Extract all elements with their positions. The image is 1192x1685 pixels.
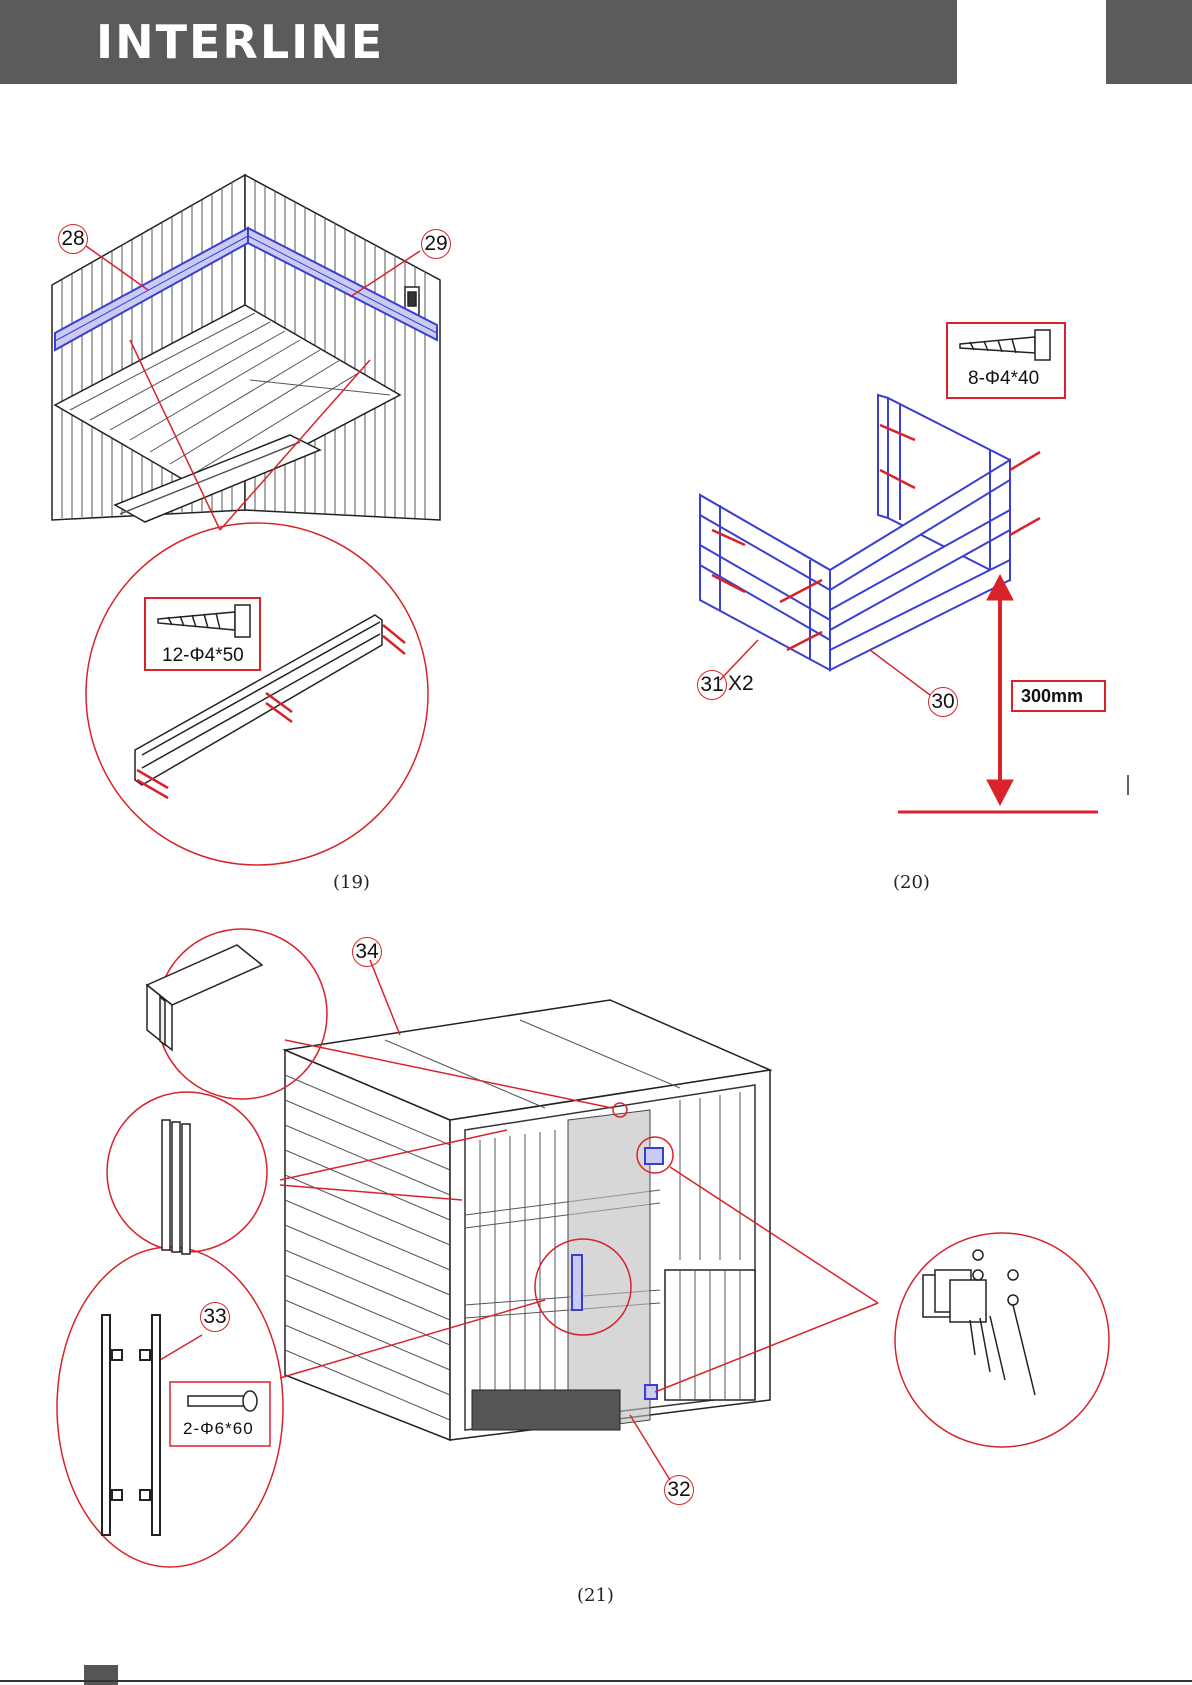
fig21-detail-strips — [162, 1120, 190, 1254]
part-number-28: 28 — [58, 224, 88, 254]
screw-spec-fig21: 2-Φ6*60 — [183, 1419, 254, 1439]
dimension-label: 300mm — [1021, 686, 1083, 707]
part-number-32: 32 — [664, 1475, 694, 1505]
part-quantity: X2 — [728, 672, 754, 696]
part-number-30: 30 — [928, 687, 958, 717]
part-number-29: 29 — [421, 229, 451, 259]
screw-spec-fig19: 12-Φ4*50 — [162, 645, 244, 667]
footer-tab — [84, 1665, 118, 1685]
fig20-bench-frame — [700, 395, 1010, 670]
screw-spec-fig20: 8-Φ4*40 — [968, 368, 1039, 390]
part-number-31: 31 — [697, 670, 727, 700]
fig21-detail-handles — [102, 1315, 160, 1535]
fig21-detail-hinge — [923, 1250, 1035, 1395]
figure-caption-20: (20) — [893, 872, 930, 893]
figure-caption-19: (19) — [333, 872, 370, 893]
figure-caption-21: (21) — [577, 1585, 614, 1606]
fig19-sauna-corner — [52, 175, 440, 522]
footer-rule — [0, 1680, 1192, 1682]
part-number-34: 34 — [352, 937, 382, 967]
part-number-33: 33 — [200, 1302, 230, 1332]
fig21-detail-channel — [147, 945, 262, 1050]
